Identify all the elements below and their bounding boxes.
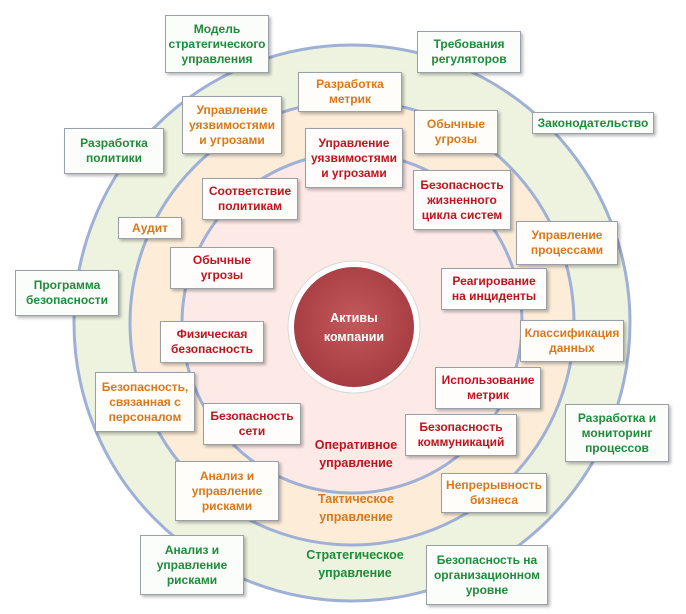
- tactical-box-metrics-development: Разработка метрик: [298, 72, 402, 112]
- tactical-box-vuln-management: Управление уязвимостями и угрозами: [182, 96, 282, 154]
- operational-box-communications-security: Безопасность коммуникаций: [405, 414, 517, 456]
- operational-box-network-security: Безопасность сети: [203, 403, 301, 445]
- operational-box-sdlc-security: Безопасность жизненного цикла систем: [413, 170, 511, 230]
- strategic-box-regulator-requirements: Требования регуляторов: [417, 31, 521, 73]
- operational-box-incident-response: Реагирование на инциденты: [441, 268, 547, 310]
- tactical-box-business-continuity: Непрерывность бизнеса: [441, 473, 547, 513]
- assets-center: [294, 267, 414, 387]
- tactical-box-personnel-security: Безопасность, связанная с персоналом: [95, 372, 195, 432]
- ring-label-tactical: Тактическое управление: [317, 492, 394, 524]
- tactical-box-common-threats: Обычные угрозы: [414, 110, 498, 154]
- tactical-box-process-management: Управление процессами: [516, 221, 618, 265]
- tactical-box-data-classification: Классификация данных: [520, 320, 624, 362]
- tactical-box-risk-management: Анализ и управление рисками: [175, 461, 279, 521]
- tactical-box-audit: Аудит: [118, 217, 182, 239]
- ring-label-strategic: Стратегическое управление: [306, 548, 404, 580]
- ring-label-operational: Оперативное управление: [314, 438, 398, 470]
- strategic-box-policy-development: Разработка политики: [64, 128, 164, 174]
- strategic-box-legislation: Законодательство: [532, 112, 654, 134]
- operational-box-physical-security: Физическая безопасность: [160, 321, 264, 363]
- operational-box-common-threats: Обычные угрозы: [170, 247, 274, 289]
- strategic-box-security-program: Программа безопасности: [15, 270, 119, 316]
- operational-box-policy-compliance: Соответствие политикам: [202, 178, 298, 220]
- strategic-box-governance-model: Модель стратегического управления: [165, 15, 269, 73]
- strategic-box-process-monitoring: Разработка и мониторинг процессов: [565, 404, 669, 462]
- strategic-box-risk-management: Анализ и управление рисками: [140, 535, 244, 595]
- strategic-box-org-security: Безопасность на организационном уровне: [426, 545, 548, 605]
- operational-box-metrics-usage: Использование метрик: [435, 367, 541, 409]
- operational-box-vuln-management: Управление уязвимостями и угрозами: [305, 128, 403, 188]
- center-label: Активы компании: [323, 311, 385, 344]
